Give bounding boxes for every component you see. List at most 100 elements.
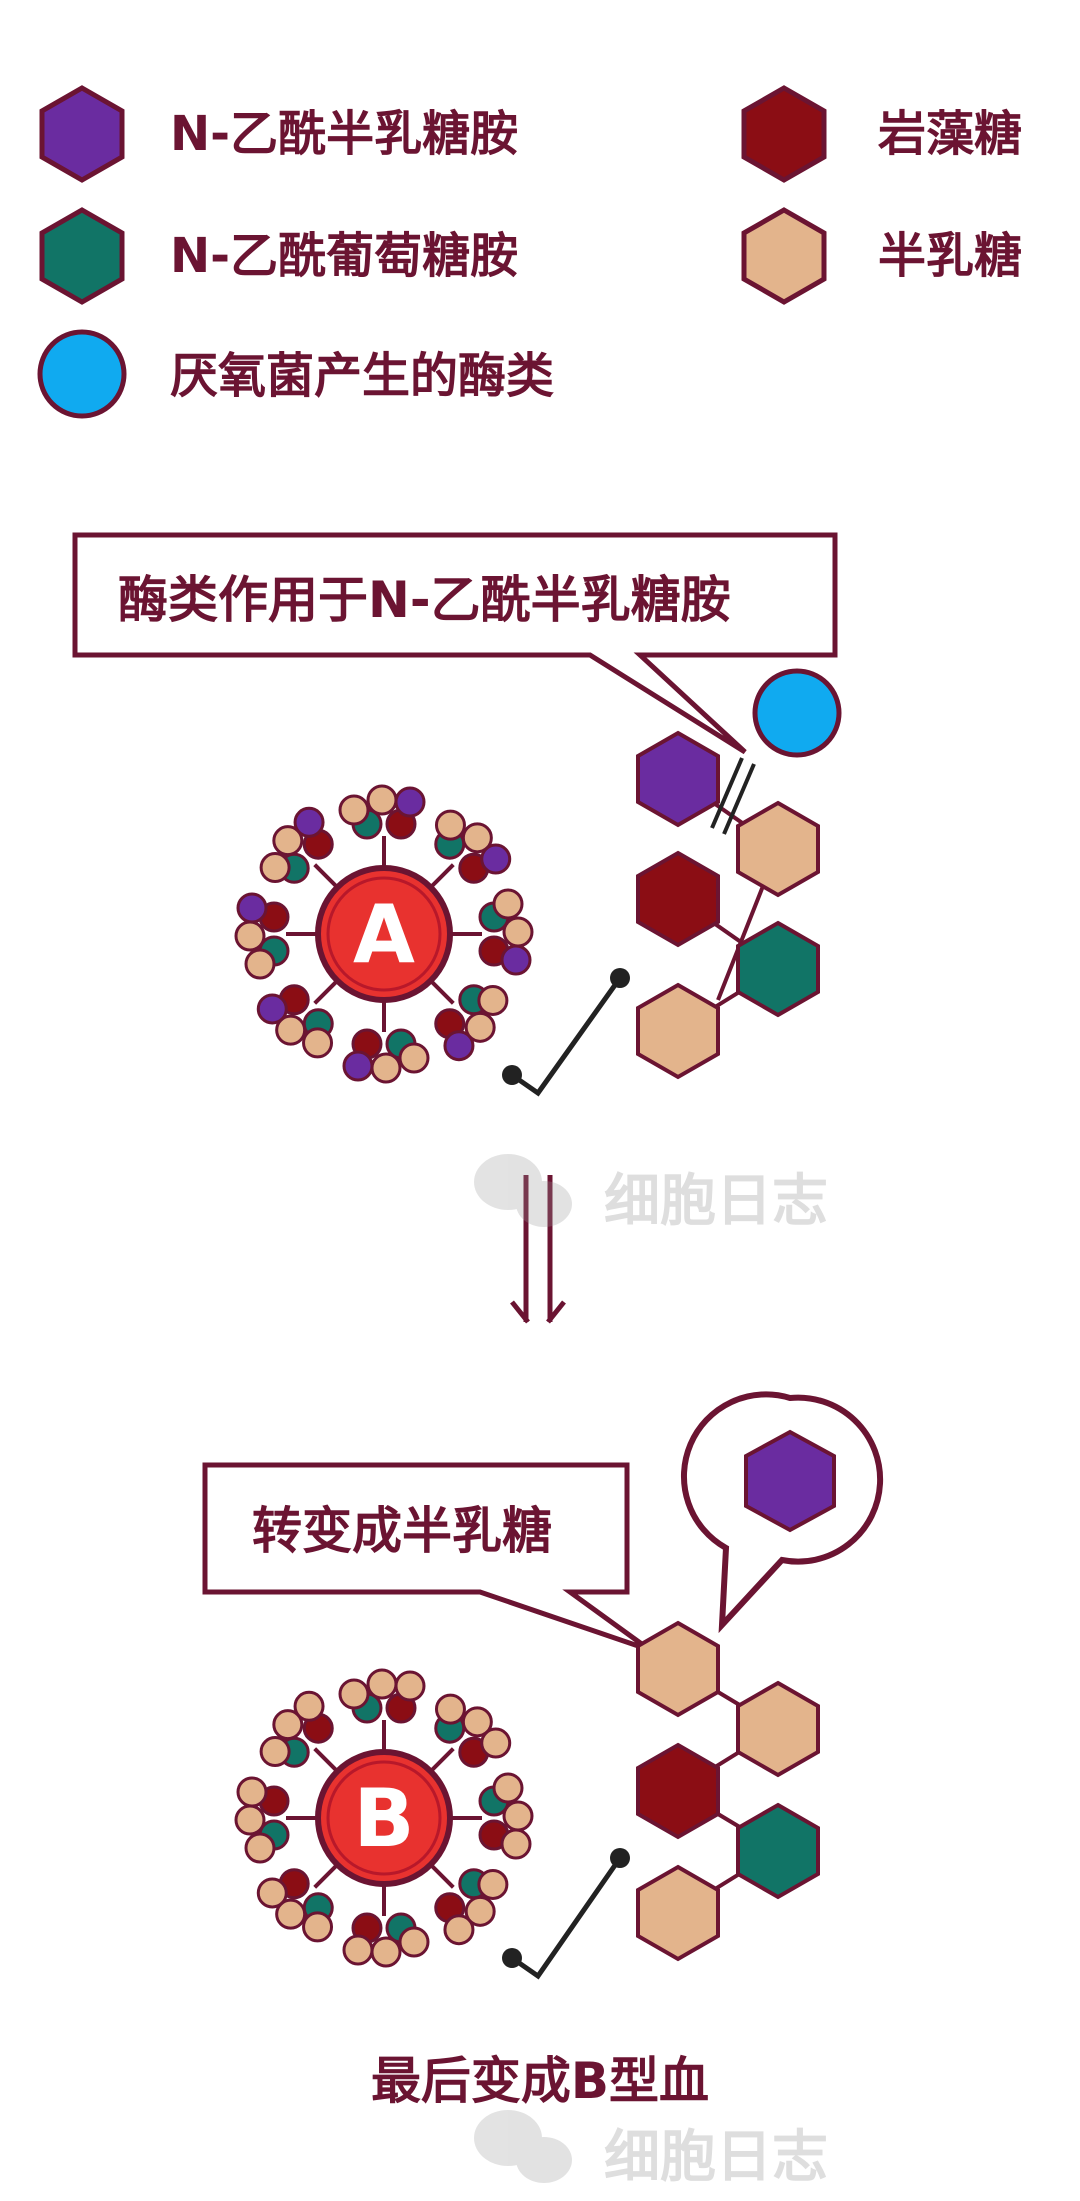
legend-label: 半乳糖 bbox=[878, 228, 1022, 284]
sugar-bead bbox=[244, 948, 276, 980]
sugar-bead bbox=[443, 1030, 475, 1062]
sugar-bead bbox=[293, 1690, 325, 1722]
watermark: 细胞日志 bbox=[474, 1154, 828, 1234]
sugar-bead bbox=[492, 888, 524, 920]
cut-mark bbox=[710, 757, 756, 835]
sugar-bead bbox=[461, 1706, 493, 1738]
sugar-bead bbox=[461, 822, 493, 854]
antigen-spoke bbox=[234, 1776, 324, 1864]
legend-label: 厌氧菌产生的酶类 bbox=[170, 348, 554, 404]
step1-chain bbox=[636, 730, 820, 1080]
sugar-bead bbox=[394, 786, 426, 818]
cell-a: A bbox=[234, 784, 534, 1084]
sugar-bead bbox=[272, 1709, 304, 1741]
sugar-bead bbox=[480, 843, 512, 875]
sugar-bead bbox=[502, 1800, 534, 1832]
legend-label: N-乙酰半乳糖胺 bbox=[170, 106, 518, 162]
legend: N-乙酰半乳糖胺 岩藻糖 N-乙酰葡萄糖胺 半乳糖 厌氧菌产生的酶类 bbox=[37, 85, 1022, 419]
sugar-bead bbox=[342, 1934, 374, 1966]
fucose-hexagon bbox=[636, 1742, 720, 1840]
sugar-bead bbox=[398, 1042, 430, 1074]
antigen-spoke bbox=[342, 994, 430, 1084]
sugar-bead bbox=[342, 1050, 374, 1082]
step2-tether bbox=[502, 1848, 630, 1980]
sugar-bead bbox=[464, 1011, 496, 1043]
legend-item-glcnac: N-乙酰葡萄糖胺 bbox=[39, 207, 518, 305]
legend-item-galactose: 半乳糖 bbox=[741, 207, 1022, 305]
sugar-bead bbox=[234, 920, 266, 952]
watermark-text: 细胞日志 bbox=[604, 2125, 828, 2190]
cell-letter: A bbox=[353, 888, 415, 981]
step1-callout: 酶类作用于N-乙酰半乳糖胺 bbox=[72, 532, 838, 755]
legend-item-galnac: N-乙酰半乳糖胺 bbox=[39, 85, 518, 183]
cell-body bbox=[315, 865, 453, 1003]
antigen-spoke bbox=[444, 888, 534, 976]
sugar-bead bbox=[293, 806, 325, 838]
enzyme bbox=[752, 668, 842, 758]
watermark-text: 细胞日志 bbox=[604, 1169, 828, 1234]
hexagon-icon bbox=[39, 85, 125, 183]
watermark: 细胞日志 bbox=[474, 2110, 828, 2190]
sugar-bead bbox=[236, 1776, 268, 1808]
sugar-bead bbox=[338, 1678, 370, 1710]
legend-label: 岩藻糖 bbox=[877, 106, 1022, 162]
sugar-bead bbox=[500, 1828, 532, 1860]
speech-bubble bbox=[202, 1462, 652, 1653]
antigen-spoke bbox=[338, 1668, 426, 1758]
antigen-spoke bbox=[256, 1859, 343, 1943]
sugar-bead bbox=[480, 1727, 512, 1759]
hexagon-icon bbox=[39, 207, 125, 305]
sugar-bead bbox=[477, 984, 509, 1016]
sugar-bead bbox=[370, 1052, 402, 1084]
sugar-bead bbox=[443, 1914, 475, 1946]
sugar-bead bbox=[370, 1936, 402, 1968]
legend-label: N-乙酰葡萄糖胺 bbox=[170, 228, 518, 284]
step2-chain bbox=[636, 1620, 820, 1962]
sugar-bead bbox=[394, 1670, 426, 1702]
antigen-spoke bbox=[444, 1772, 534, 1860]
sugar-bead bbox=[434, 809, 466, 841]
cell-b: B bbox=[234, 1668, 534, 1968]
fucose-hexagon bbox=[636, 850, 720, 948]
sugar-bead bbox=[275, 1014, 307, 1046]
galactose-hexagon bbox=[636, 982, 720, 1080]
sugar-bead bbox=[275, 1898, 307, 1930]
sugar-bead bbox=[338, 794, 370, 826]
antigen-spoke bbox=[338, 784, 426, 874]
sugar-bead bbox=[234, 1804, 266, 1836]
galnac-hexagon bbox=[744, 1429, 836, 1533]
cell-body bbox=[315, 1749, 453, 1887]
thought-bubble bbox=[681, 1391, 884, 1634]
galactose-hexagon bbox=[736, 800, 820, 898]
sugar-bead bbox=[366, 1668, 398, 1700]
callout-text: 转变成半乳糖 bbox=[252, 1502, 552, 1560]
sugar-bead bbox=[236, 892, 268, 924]
sugar-bead bbox=[398, 1926, 430, 1958]
sugar-bead bbox=[464, 1895, 496, 1927]
glcnac-hexagon bbox=[736, 920, 820, 1018]
hexagon-icon bbox=[741, 85, 827, 183]
sugar-bead bbox=[500, 944, 532, 976]
antigen-spoke bbox=[425, 1859, 509, 1946]
sugar-bead bbox=[502, 916, 534, 948]
antigen-spoke bbox=[342, 1878, 430, 1968]
antigen-spoke bbox=[256, 975, 343, 1059]
galactose-hexagon bbox=[636, 1864, 720, 1962]
galnac-hexagon bbox=[636, 730, 720, 828]
chat-logo-icon bbox=[474, 2110, 572, 2183]
galactose-hexagon bbox=[636, 1620, 720, 1718]
sugar-bead bbox=[259, 1736, 291, 1768]
sugar-bead bbox=[302, 1911, 334, 1943]
cell-letter: B bbox=[354, 1772, 415, 1865]
chat-logo-icon bbox=[474, 1154, 572, 1227]
antigen-spoke bbox=[425, 809, 512, 893]
sugar-bead bbox=[244, 1832, 276, 1864]
hexagon-icon bbox=[741, 207, 827, 305]
sugar-bead bbox=[366, 784, 398, 816]
antigen-spoke bbox=[259, 1690, 343, 1777]
callout-text: 酶类作用于N-乙酰半乳糖胺 bbox=[118, 571, 731, 629]
antigen-spoke bbox=[425, 975, 509, 1062]
legend-item-enzyme: 厌氧菌产生的酶类 bbox=[37, 329, 554, 419]
sugar-bead bbox=[259, 852, 291, 884]
circle-icon bbox=[37, 329, 127, 419]
